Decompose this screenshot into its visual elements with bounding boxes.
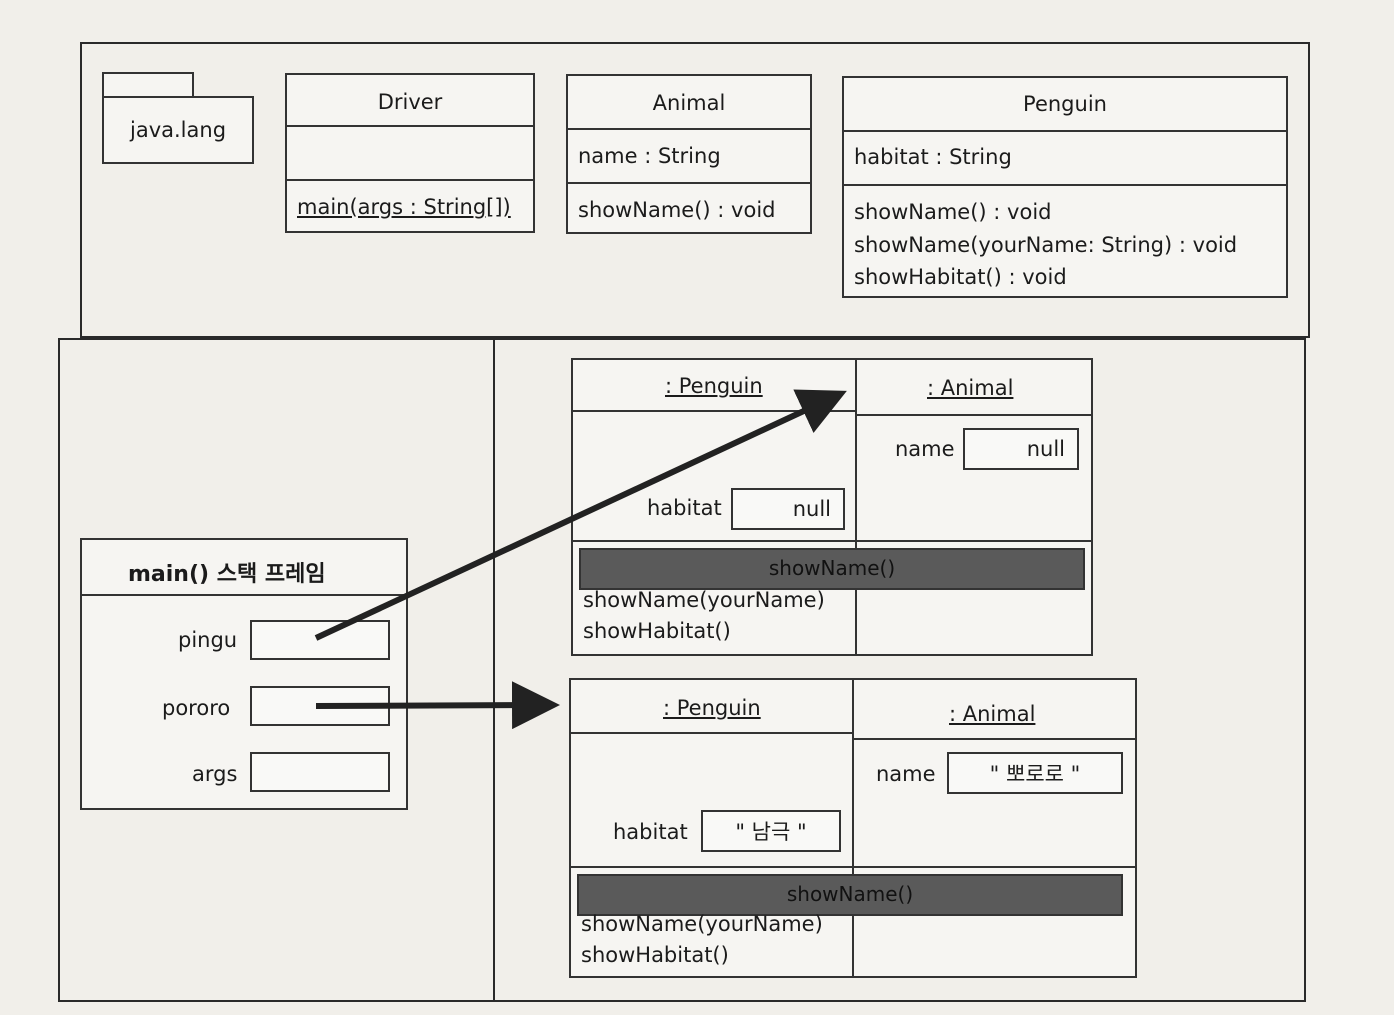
obj2-name-value: " 뽀로로 " (989, 762, 1081, 786)
animal-attribute: name : String (578, 144, 721, 168)
var-slot-args (250, 752, 390, 792)
heap-object-pororo: : Penguin : Animal name " 뽀로로 " habitat … (569, 678, 1137, 978)
obj1-animal-header: : Animal (927, 376, 1014, 400)
var-label-pororo: pororo (162, 696, 231, 720)
class-animal-name: Animal (652, 91, 726, 115)
obj2-habitat-label: habitat (613, 820, 688, 844)
obj1-method-2: showName(yourName) (583, 588, 825, 612)
driver-main-operation: main(args : String[]) (297, 195, 511, 219)
obj1-habitat-label: habitat (647, 496, 722, 520)
obj2-name-label: name (876, 762, 936, 786)
class-driver-name: Driver (377, 90, 443, 114)
obj2-method-1: showName() (786, 882, 914, 906)
obj2-method-3: showHabitat() (581, 943, 729, 967)
obj1-method-1: showName() (768, 556, 896, 580)
var-label-args: args (192, 762, 238, 786)
obj1-habitat-slot: null (731, 488, 845, 530)
package-label: java.lang (130, 118, 227, 142)
obj1-name-label: name (895, 437, 955, 461)
pororo-reference-arrow (315, 681, 560, 730)
obj1-habitat-value: null (792, 497, 831, 521)
obj2-habitat-slot: " 남극 " (701, 810, 841, 852)
obj2-penguin-header: : Penguin (663, 696, 761, 720)
obj2-method-2: showName(yourName) (581, 912, 823, 936)
penguin-attribute: habitat : String (854, 145, 1012, 169)
pingu-reference-arrow (314, 389, 847, 641)
package-java-lang: java.lang (102, 96, 254, 164)
stack-heap-divider (493, 338, 495, 1002)
var-label-pingu: pingu (178, 628, 238, 652)
obj2-showname-bar: showName() (577, 874, 1123, 916)
obj2-animal-header: : Animal (949, 702, 1036, 726)
method-area (80, 42, 1310, 338)
obj1-penguin-header: : Penguin (665, 374, 763, 398)
penguin-operation-1: showName() : void (854, 200, 1052, 224)
class-penguin: Penguin habitat : String showName() : vo… (842, 76, 1288, 298)
obj2-habitat-value: " 남극 " (735, 820, 807, 844)
obj1-showname-bar: showName() (579, 548, 1085, 590)
obj1-name-value: null (1026, 437, 1065, 461)
main-stack-frame: main() 스택 프레임 pingu pororo args (80, 538, 408, 810)
class-animal: Animal name : String showName() : void (566, 74, 812, 234)
obj1-method-3: showHabitat() (583, 619, 731, 643)
class-penguin-name: Penguin (1023, 92, 1107, 116)
animal-operation: showName() : void (578, 198, 776, 222)
obj2-name-slot: " 뽀로로 " (947, 752, 1123, 794)
stack-frame-title: main() 스택 프레임 (128, 562, 326, 587)
penguin-operation-3: showHabitat() : void (854, 265, 1067, 289)
obj1-name-slot: null (963, 428, 1079, 470)
penguin-operation-2: showName(yourName: String) : void (854, 233, 1238, 257)
var-slot-pingu (250, 620, 390, 660)
runtime-area (58, 338, 1306, 1002)
class-driver: Driver main(args : String[]) (285, 73, 535, 233)
